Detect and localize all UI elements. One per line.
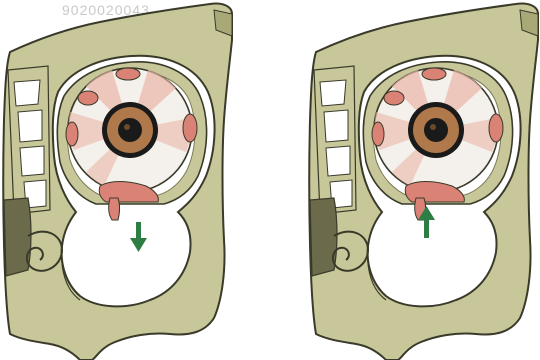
orbit-panel-left [3,3,232,360]
orbit-panel-right [309,3,538,360]
